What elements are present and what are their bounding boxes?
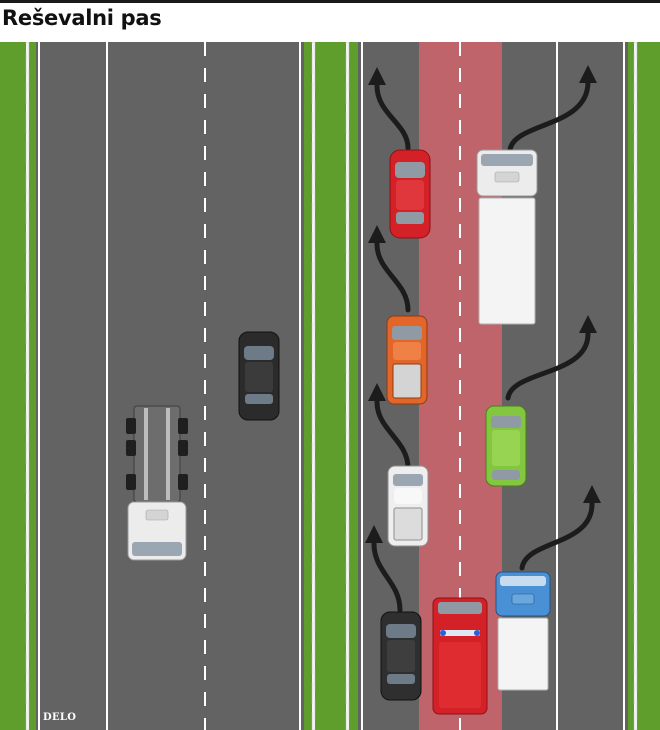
movement-arrows (365, 65, 601, 613)
truck-blue-roof-vent (511, 593, 535, 605)
car-green-windshield (491, 416, 521, 428)
pickup-white (387, 465, 429, 547)
car-green-roof (492, 430, 520, 466)
page-title: Reševalni pas (2, 6, 162, 30)
truck-left-frame-2 (166, 408, 170, 500)
truck-left-wheel-5 (126, 474, 136, 490)
car-black-left-windshield (244, 346, 274, 360)
ambulance-light-right (474, 630, 480, 636)
pickup-white-bed (393, 507, 423, 541)
truck-white-roof-vent (494, 171, 520, 183)
truck-left-roof-vent (145, 509, 169, 521)
truck-blue-windshield (500, 576, 546, 586)
publisher-credit: DELO (43, 712, 77, 723)
car-red-rear-window (396, 212, 424, 224)
arrow-green-car (505, 315, 597, 401)
truck-white-windshield (481, 154, 533, 166)
truck-white-trailer (478, 197, 536, 325)
truck-left-wheel-3 (126, 440, 136, 456)
car-black-left-road (238, 331, 280, 421)
barrier-median-1 (311, 42, 316, 730)
car-red-roof (396, 180, 424, 210)
grass-left (0, 42, 36, 730)
truck-left-chassis (133, 405, 181, 503)
top-rule (0, 0, 660, 3)
car-black (380, 611, 422, 701)
barrier-left-1 (25, 42, 30, 730)
car-black-left-roof (245, 362, 273, 392)
car-red-windshield (395, 162, 425, 178)
car-black-windshield (386, 624, 416, 638)
truck-white (476, 149, 538, 325)
truck-left-wheel-1 (126, 418, 136, 434)
truck-left-wheel-6 (178, 474, 188, 490)
pickup-white-windshield (393, 474, 423, 486)
ambulance-windshield (438, 602, 482, 614)
pickup-orange-windshield (392, 326, 422, 340)
truck-left-road (126, 405, 188, 561)
truck-blue (495, 571, 551, 691)
arrow-red-car (368, 67, 411, 151)
pickup-white-cab-roof (394, 488, 422, 504)
arrow-white-truck (507, 65, 597, 153)
truck-left-wheel-2 (178, 418, 188, 434)
truck-left-windshield (132, 542, 182, 556)
ambulance-lightbar (440, 630, 480, 636)
car-green-rear-window (492, 470, 520, 480)
barrier-right-1 (633, 42, 638, 730)
truck-left-frame-1 (144, 408, 148, 500)
car-green (485, 405, 527, 487)
truck-left-wheel-4 (178, 440, 188, 456)
arrow-orange-pickup (368, 225, 411, 313)
car-red (389, 149, 431, 239)
emergency-lane-diagram (0, 42, 660, 730)
pickup-orange-cab-roof (393, 342, 421, 360)
barrier-median-2 (345, 42, 350, 730)
pickup-orange-bed (392, 363, 422, 399)
arrow-black-car (365, 525, 403, 613)
ambulance-roof (439, 642, 481, 708)
ambulance-light-left (440, 630, 446, 636)
arrow-white-pickup (368, 383, 411, 471)
truck-blue-trailer (497, 617, 549, 691)
car-black-left-rear-window (245, 394, 273, 404)
car-black-rear-window (387, 674, 415, 684)
car-black-roof (387, 640, 415, 672)
ambulance-red (432, 597, 488, 715)
arrow-blue-truck (519, 485, 601, 571)
grass-right (628, 42, 660, 730)
pickup-orange (386, 315, 428, 405)
